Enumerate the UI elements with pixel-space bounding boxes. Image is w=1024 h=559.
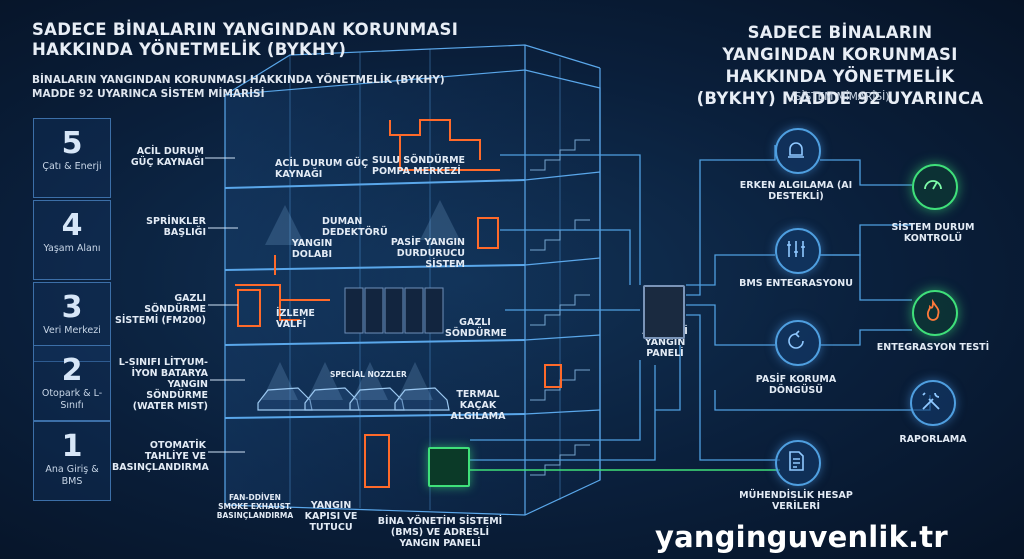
label-sulu-pompa: SULU SÖNDÜRME POMPA MERKEZİ (372, 155, 466, 177)
fire-pipes (235, 119, 562, 488)
label-fan: FAN-DDİVEN SMOKE EXHAUST. BASINÇLANDIRMA (216, 493, 294, 520)
floor-1: 1 Ana Giriş & BMS (33, 421, 111, 501)
floor-number: 5 (61, 126, 83, 161)
subtitle-left: BİNALARIN YANGINDAN KORUNMASI HAKKINDA Y… (32, 74, 445, 100)
leader-lines (205, 157, 245, 453)
node-entegrasyon (912, 290, 958, 336)
floor-2: 2 Otopark & L-Sınıfı (33, 345, 111, 421)
label-pasif: PASİF KORUMA DÖNGÜSÜ (755, 374, 837, 396)
sliders-icon (787, 241, 805, 257)
label-gazli: GAZLI SÖNDÜRME SİSTEMİ (FM200) (115, 293, 206, 326)
floor-5: 5 Çatı & Enerji (33, 118, 111, 198)
label-termal: TERMAL KAÇAK ALGILAMA (450, 389, 506, 422)
node-raporlama (910, 380, 956, 426)
floor-number: 4 (61, 208, 83, 243)
label-special-nozzler: SPECİAL NOZZLER (330, 370, 407, 379)
label-muhendislik: MÜHENDİSLİK HESAP VERİLERİ (739, 490, 853, 512)
label-bms: BMS ENTEGRASYONU (739, 278, 853, 289)
node-pasif (775, 320, 821, 366)
label-sistem-durum: SİSTEM DURUM KONTROLÜ (891, 222, 975, 244)
floor-name: Veri Merkezi (43, 325, 101, 336)
title-left: SADECE BİNALARIN YANGINDAN KORUNMASI HAK… (32, 20, 459, 59)
label-acil-durum: ACİL DURUM GÜÇ KAYNAĞI (130, 146, 204, 168)
floor-4: 4 Yaşam Alanı (33, 200, 111, 280)
label-duman: DUMAN DEDEKTÖRÜ (322, 216, 388, 238)
node-sistem-durum (912, 164, 958, 210)
data-connections (470, 145, 931, 461)
label-gazli-sondurme: GAZLI SÖNDÜRME (445, 317, 507, 339)
car-silhouettes (257, 387, 450, 411)
site-url: yanginguvenlik.tr (655, 520, 948, 554)
node-muhendislik (775, 440, 821, 486)
label-izleme-valfi: İZLEME VALFİ (276, 308, 315, 330)
label-erken: ERKEN ALGILAMA (AI DESTEKLİ) (739, 180, 853, 202)
node-bms (775, 228, 821, 274)
subtitle-right: (SİSTEM MİMARİSİ) (790, 91, 890, 103)
floor-number: 2 (61, 353, 83, 388)
title-right: SADECE BİNALARIN YANGINDAN KORUNMASI HAK… (696, 23, 984, 108)
floor-number: 3 (61, 290, 83, 325)
floor-name: Otopark & L-Sınıfı (41, 388, 103, 411)
label-pasif-durdurucu: PASİF YANGIN DURDURUCU SİSTEM (390, 237, 465, 270)
label-sprinkler: SPRİNKLER BAŞLIĞI (146, 216, 206, 238)
floor-number: 1 (61, 429, 83, 464)
bms-control-panel (428, 447, 470, 487)
document-icon (789, 451, 804, 471)
label-yangin-dolabi: YANGIN DOLABI (291, 238, 333, 260)
node-erken-algilama (775, 128, 821, 174)
cycle-icon (788, 330, 804, 349)
floor-name: Yaşam Alanı (43, 243, 101, 254)
fire-alarm-panel (643, 285, 685, 339)
building-wireframe (224, 44, 601, 516)
alarm-beacon-icon (788, 142, 804, 158)
label-tahliye: OTOMATİK TAHLİYE VE BASINÇLANDIRMA (112, 440, 209, 473)
floor-3: 3 Veri Merkezi (33, 282, 111, 362)
label-yangin-kapisi: YANGIN KAPISI VE TUTUCU (304, 500, 358, 533)
server-racks (344, 287, 444, 334)
tools-icon (922, 392, 940, 410)
flame-icon (926, 299, 940, 321)
floor-name: Çatı & Enerji (42, 161, 102, 172)
label-raporlama: RAPORLAMA (899, 434, 967, 445)
label-lithium: L-SINIFI LİTYUM-İYON BATARYA YANGIN SÖND… (118, 357, 208, 412)
label-entegrasyon: ENTEGRASYON TESTİ (876, 342, 990, 353)
floor-name: Ana Giriş & BMS (45, 464, 99, 487)
label-acil-durum-inner: ACİL DURUM GÜÇ KAYNAĞI (275, 158, 369, 180)
gauge-icon (924, 180, 942, 190)
label-bms-panel: BİNA YÖNETİM SİSTEMİ (BMS) VE ADRESLİ YA… (377, 516, 503, 549)
mist-cones (262, 200, 460, 400)
